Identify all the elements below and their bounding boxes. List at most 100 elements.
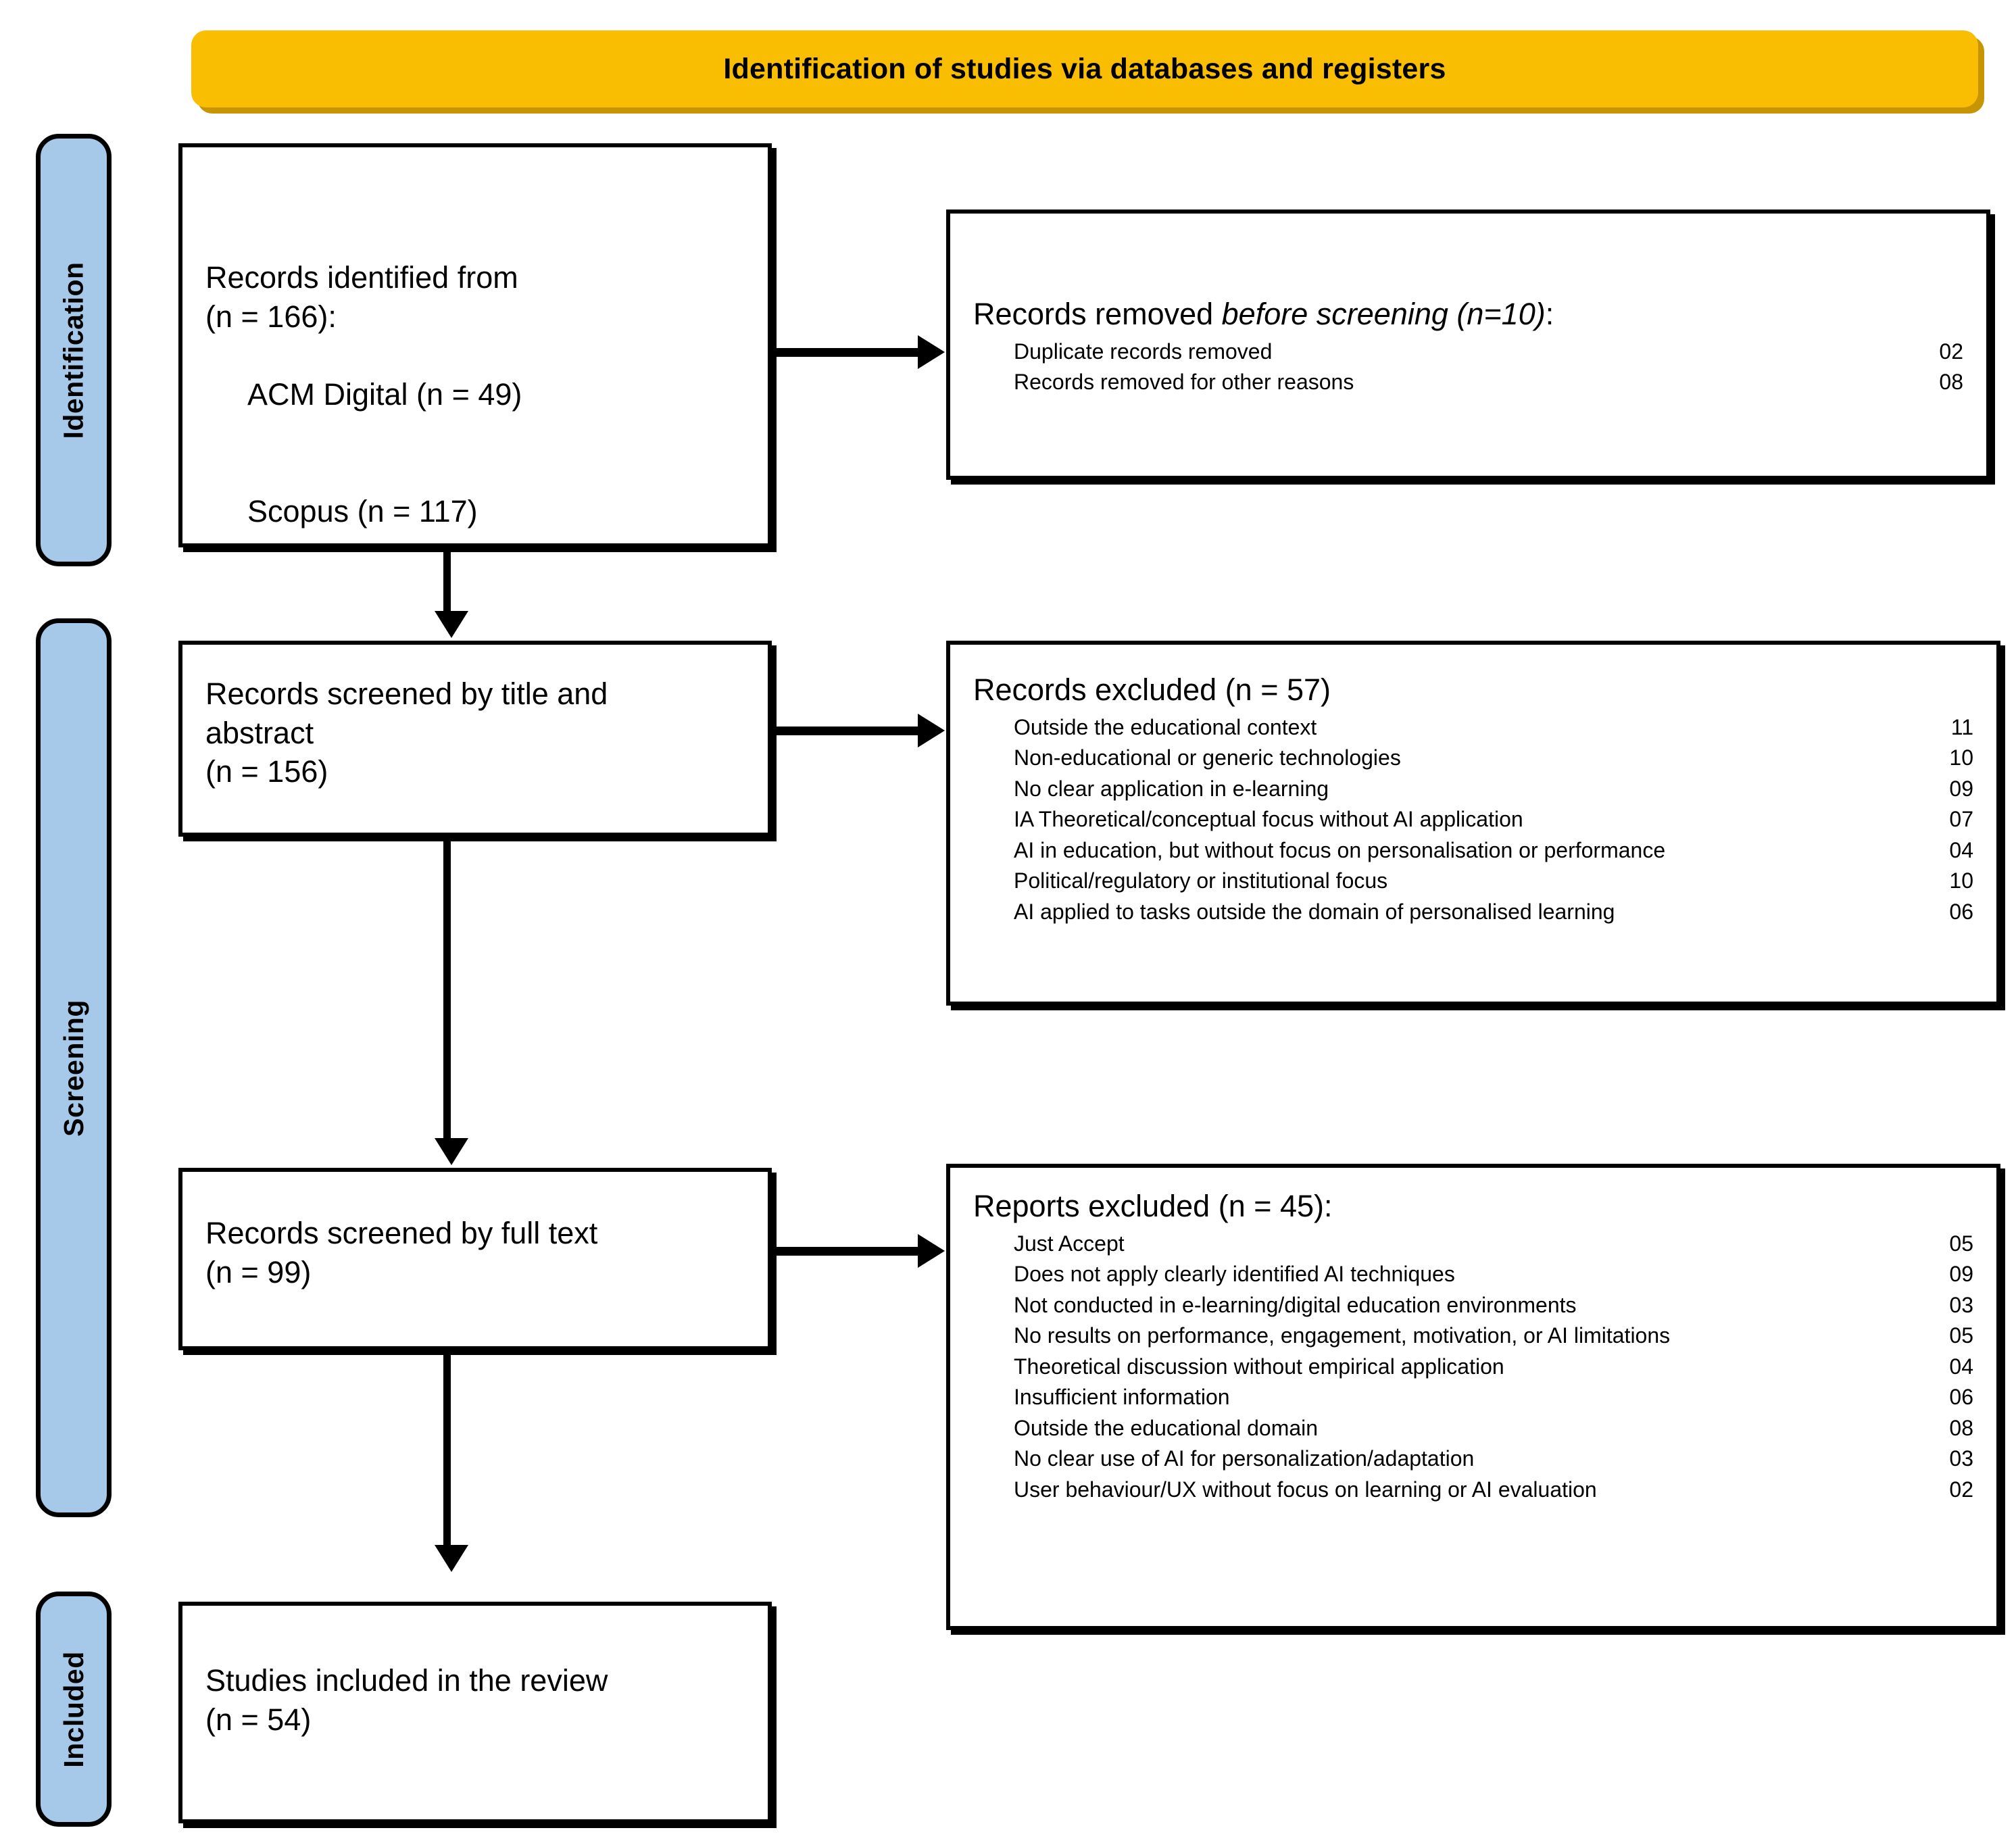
diagram-title-banner: Identification of studies via databases … (191, 30, 1978, 107)
studies-included-line2: (n = 54) (205, 1702, 312, 1737)
box-records-excluded: Records excluded (n = 57) Outside the ed… (946, 641, 2000, 1006)
box-records-removed-before-screening: Records removed before screening (n=10):… (946, 210, 1990, 480)
reason-count: 06 (1949, 899, 1973, 924)
arrow-down-icon (435, 611, 468, 638)
list-item: Not conducted in e-learning/digital educ… (1014, 1290, 1973, 1321)
box-studies-included: Studies included in the review (n = 54) (178, 1602, 772, 1823)
phase-label-identification: Identification (57, 261, 89, 439)
reason-count: 10 (1949, 868, 1973, 893)
reason-label: No results on performance, engagement, m… (1014, 1323, 1671, 1348)
reason-count: 06 (1949, 1385, 1973, 1410)
records-identified-line2: (n = 166): (205, 299, 337, 334)
reason-label: Not conducted in e-learning/digital educ… (1014, 1292, 1577, 1317)
arrow-screened-ta-to-excluded-line (772, 727, 920, 735)
box-records-screened-full-text-content: Records screened by full text (n = 99) (182, 1214, 768, 1291)
arrow-down-icon (435, 1545, 468, 1572)
reason-label: Outside the educational domain (1014, 1415, 1319, 1440)
arrow-right-icon (918, 335, 945, 369)
screened-ta-line3: (n = 156) (205, 754, 328, 789)
list-item: Just Accept 05 (1014, 1229, 1973, 1259)
reason-label: No clear application in e-learning (1014, 776, 1329, 801)
reason-label: Theoretical discussion without empirical… (1014, 1354, 1504, 1379)
reason-label: Just Accept (1014, 1231, 1125, 1256)
arrow-screened-ta-to-screened-ft-line (443, 837, 451, 1139)
phase-bar-identification: Identification (36, 134, 112, 566)
records-removed-heading-plain: Records removed (973, 297, 1222, 331)
reason-count: 11 (1950, 715, 1973, 739)
box-studies-included-content: Studies included in the review (n = 54) (182, 1661, 768, 1739)
reason-count: 05 (1949, 1231, 1973, 1256)
reason-label: Duplicate records removed (1014, 339, 1273, 364)
box-records-identified: Records identified from (n = 166): ACM D… (178, 143, 772, 547)
list-item: Outside the educational domain 08 (1014, 1413, 1973, 1444)
reason-label: IA Theoretical/conceptual focus without … (1014, 807, 1523, 832)
box-reports-excluded: Reports excluded (n = 45): Just Accept 0… (946, 1164, 2000, 1630)
list-item: Duplicate records removed 02 (1014, 337, 1963, 367)
list-item: Records removed for other reasons 08 (1014, 367, 1963, 397)
list-item: No clear application in e-learning 09 (1014, 774, 1973, 804)
reason-label: Non-educational or generic technologies (1014, 745, 1401, 770)
list-item: User behaviour/UX without focus on learn… (1014, 1475, 1973, 1505)
box-records-screened-title-abstract-content: Records screened by title and abstract (… (182, 674, 768, 791)
reason-count: 07 (1949, 807, 1973, 832)
box-records-screened-title-abstract: Records screened by title and abstract (… (178, 641, 772, 837)
reason-label: Does not apply clearly identified AI tec… (1014, 1262, 1455, 1287)
records-excluded-reason-list: Outside the educational context 11 Non-e… (973, 712, 1973, 927)
phase-label-screening: Screening (57, 999, 89, 1137)
screened-ft-line1: Records screened by full text (205, 1216, 598, 1250)
arrow-right-icon (918, 1234, 945, 1268)
arrow-screened-ft-to-included-line (443, 1350, 451, 1546)
records-identified-source-acm: ACM Digital (n = 49) (247, 376, 522, 412)
studies-included-line1: Studies included in the review (205, 1663, 608, 1698)
reason-count: 10 (1949, 745, 1973, 770)
records-removed-heading: Records removed before screening (n=10): (973, 296, 1963, 333)
arrow-screened-ft-to-reports-excluded-line (772, 1247, 920, 1256)
phase-label-included: Included (57, 1650, 89, 1768)
reason-count: 04 (1949, 837, 1973, 862)
reason-count: 03 (1949, 1446, 1973, 1471)
list-item: AI in education, but without focus on pe… (1014, 835, 1973, 866)
box-records-screened-full-text: Records screened by full text (n = 99) (178, 1168, 772, 1350)
box-reports-excluded-content: Reports excluded (n = 45): Just Accept 0… (950, 1188, 1996, 1505)
list-item: Insufficient information 06 (1014, 1382, 1973, 1412)
list-item: Does not apply clearly identified AI tec… (1014, 1259, 1973, 1289)
list-item: Outside the educational context 11 (1014, 712, 1973, 743)
records-identified-source-scopus: Scopus (n = 117) (247, 493, 478, 528)
arrow-right-icon (918, 714, 945, 747)
screened-ta-line2: abstract (205, 715, 314, 750)
records-removed-reason-list: Duplicate records removed 02 Records rem… (973, 337, 1963, 398)
arrow-identified-to-screened-ta-line (443, 547, 451, 614)
screened-ta-line1: Records screened by title and (205, 676, 608, 711)
screened-ft-line2: (n = 99) (205, 1254, 312, 1289)
list-item: Non-educational or generic technologies … (1014, 743, 1973, 773)
list-item: AI applied to tasks outside the domain o… (1014, 897, 1973, 927)
arrow-identified-to-removed-line (772, 348, 920, 357)
reason-label: Insufficient information (1014, 1385, 1230, 1410)
reason-label: AI in education, but without focus on pe… (1014, 837, 1666, 862)
reason-count: 08 (1939, 370, 1963, 395)
reason-label: User behaviour/UX without focus on learn… (1014, 1477, 1597, 1502)
box-records-excluded-content: Records excluded (n = 57) Outside the ed… (950, 672, 1996, 927)
reason-label: AI applied to tasks outside the domain o… (1014, 899, 1615, 924)
phase-bar-included: Included (36, 1592, 112, 1827)
reports-excluded-heading: Reports excluded (n = 45): (973, 1189, 1333, 1223)
reason-count: 03 (1949, 1292, 1973, 1317)
reason-count: 02 (1949, 1477, 1973, 1502)
reason-count: 08 (1949, 1415, 1973, 1440)
records-removed-heading-italic: before screening (n=10) (1221, 297, 1546, 331)
reason-label: Political/regulatory or institutional fo… (1014, 868, 1388, 893)
list-item: Theoretical discussion without empirical… (1014, 1352, 1973, 1382)
records-identified-line1: Records identified from (205, 260, 518, 295)
reason-count: 04 (1949, 1354, 1973, 1379)
records-excluded-heading: Records excluded (n = 57) (973, 672, 1331, 707)
reason-label: Outside the educational context (1014, 715, 1317, 739)
list-item: Political/regulatory or institutional fo… (1014, 866, 1973, 896)
reason-count: 09 (1949, 1262, 1973, 1287)
phase-bar-screening: Screening (36, 618, 112, 1517)
list-item: No clear use of AI for personalization/a… (1014, 1444, 1973, 1474)
list-item: No results on performance, engagement, m… (1014, 1321, 1973, 1351)
arrow-down-icon (435, 1138, 468, 1165)
reason-count: 05 (1949, 1323, 1973, 1348)
reports-excluded-reason-list: Just Accept 05 Does not apply clearly id… (973, 1229, 1973, 1505)
